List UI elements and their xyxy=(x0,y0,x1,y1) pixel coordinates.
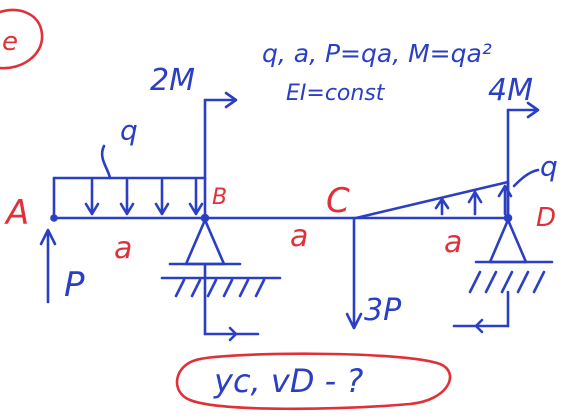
rotation-indicator-d xyxy=(452,290,510,334)
header-stiffness: EI=const xyxy=(286,81,386,106)
header-params: q, a, P=qa, M=qa² xyxy=(262,39,492,68)
label-span-bc: a xyxy=(290,219,308,254)
triangular-load-q xyxy=(354,168,540,220)
label-2m: 2M xyxy=(150,63,195,98)
stray-fragment: e xyxy=(2,27,18,57)
moment-4m-indicator xyxy=(506,101,540,220)
rotation-indicator-b xyxy=(203,262,260,342)
force-p-arrow xyxy=(39,228,57,304)
label-3p: 3P xyxy=(364,293,402,328)
label-4m: 4M xyxy=(488,73,533,108)
label-point-c: C xyxy=(326,181,350,221)
question-text: yc, vD - ? xyxy=(213,362,363,400)
label-span-cd: a xyxy=(444,225,462,260)
node-d xyxy=(503,213,513,223)
label-point-a: A xyxy=(4,193,29,233)
support-d xyxy=(468,218,554,294)
stray-oval xyxy=(0,8,44,70)
label-q-left: q xyxy=(120,114,138,147)
force-3p-arrow xyxy=(345,216,363,330)
label-p: P xyxy=(64,265,85,305)
uniform-load-q xyxy=(52,144,207,220)
label-point-d: D xyxy=(536,203,556,233)
answer-oval xyxy=(175,352,452,411)
node-a xyxy=(50,214,58,222)
label-q-right: q xyxy=(540,150,558,183)
node-b xyxy=(200,213,210,223)
support-b xyxy=(160,218,282,298)
label-span-ab: a xyxy=(114,231,132,266)
moment-2m-indicator xyxy=(203,91,238,220)
label-point-b: B xyxy=(212,185,227,210)
